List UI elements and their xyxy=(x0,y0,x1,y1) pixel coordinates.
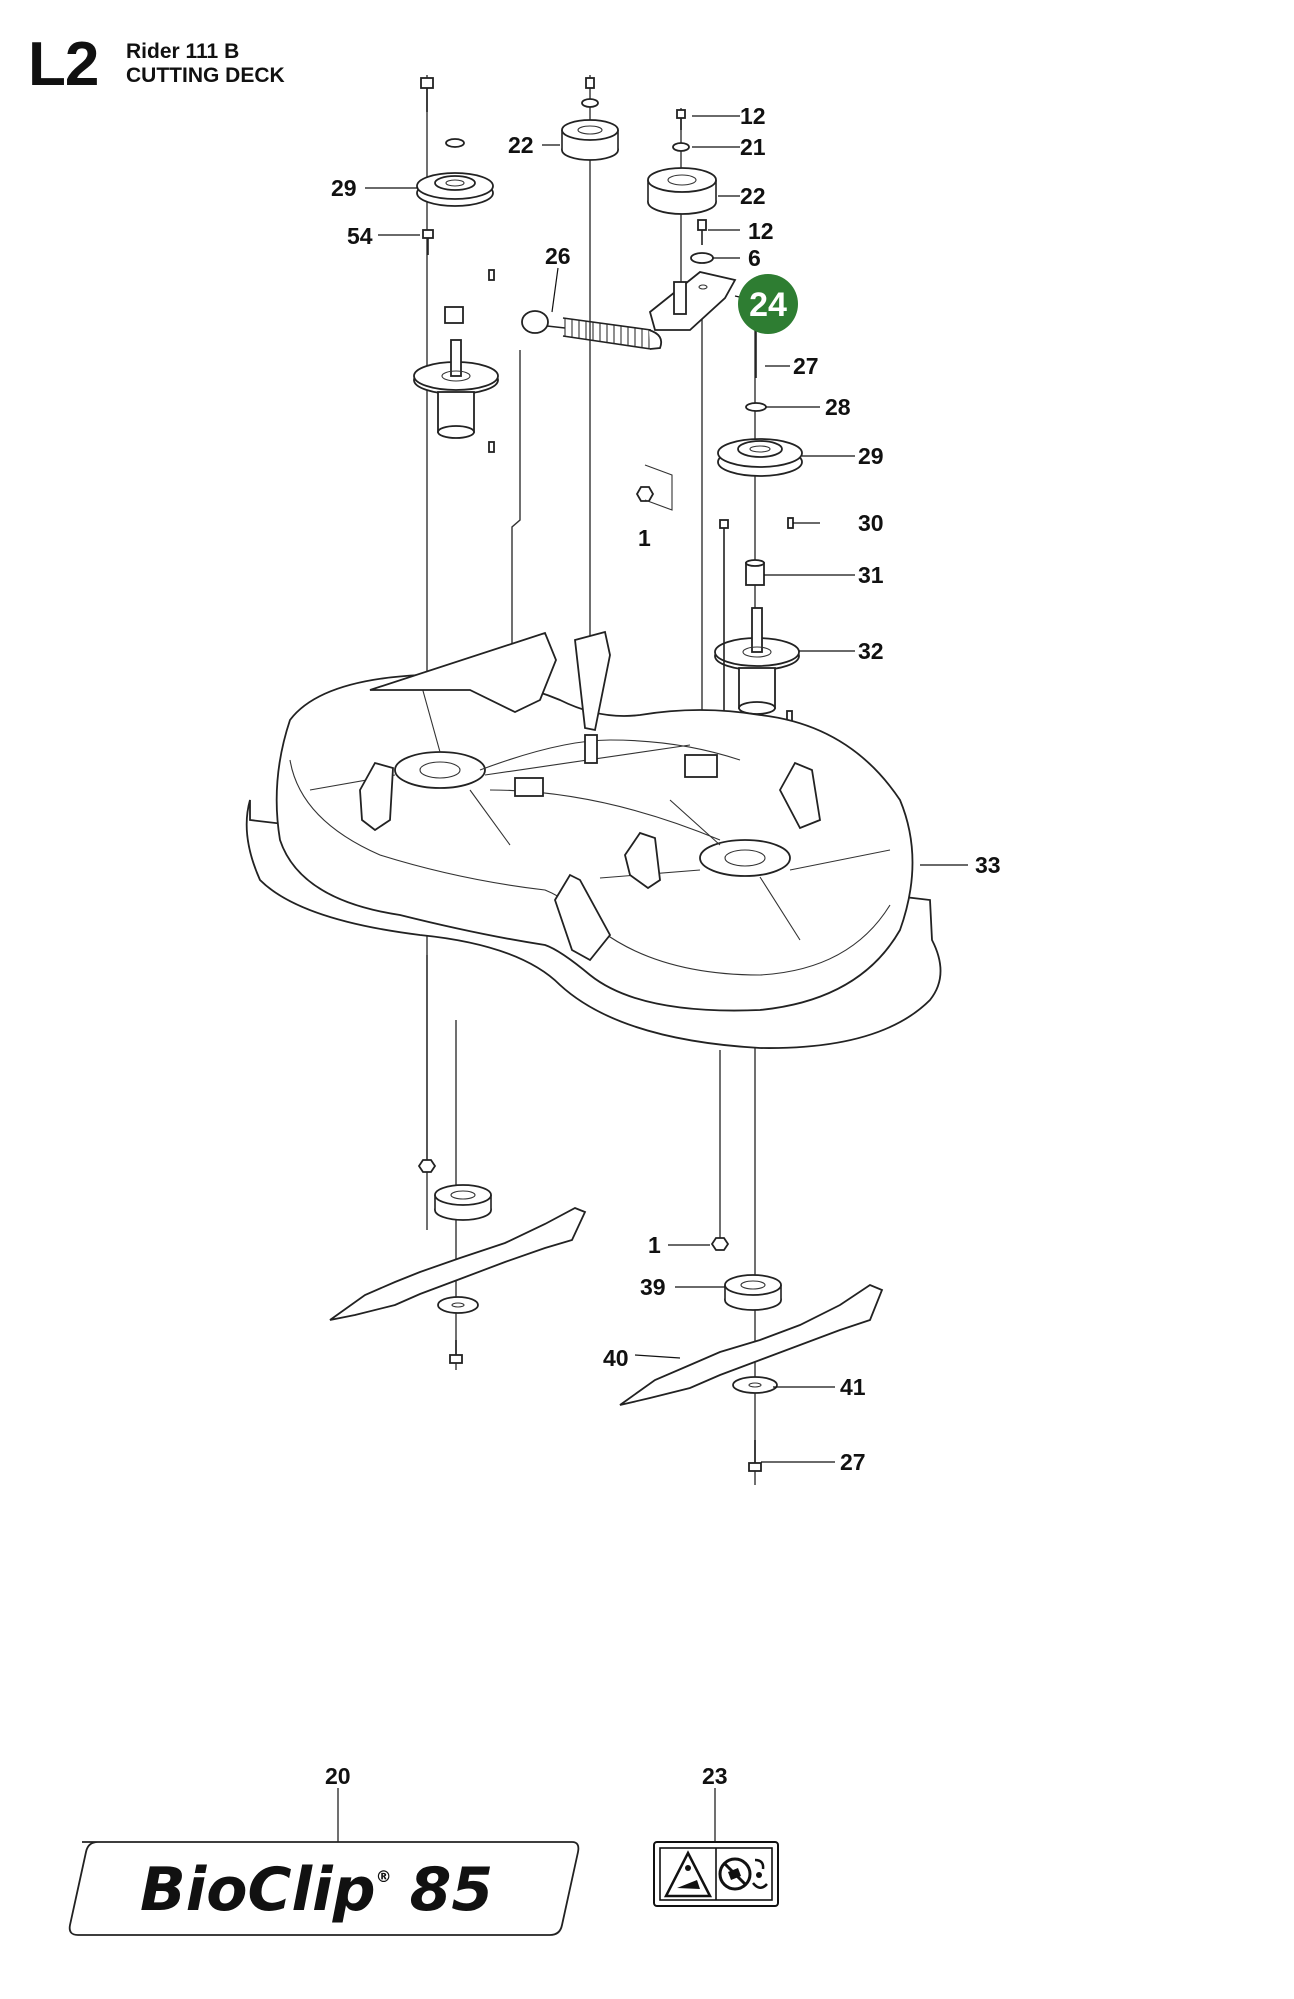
tensioner-assembly xyxy=(647,108,737,740)
callout-21: 21 xyxy=(740,134,766,160)
section-name: CUTTING DECK xyxy=(126,64,285,87)
callout-22-center: 22 xyxy=(508,132,534,158)
callout-1-top: 1 xyxy=(638,525,651,551)
callout-12-top: 12 xyxy=(740,103,766,129)
callout-30: 30 xyxy=(858,510,884,536)
right-blade-assembly xyxy=(619,1050,884,1472)
left-blade-assembly xyxy=(329,955,587,1370)
callout-29-right: 29 xyxy=(858,443,884,469)
callout-27-top: 27 xyxy=(793,353,819,379)
callout-39: 39 xyxy=(640,1274,666,1300)
svg-text:BioClip®85: BioClip® 85 xyxy=(140,1855,493,1925)
callout-33: 33 xyxy=(975,852,1001,878)
hand-cut-warning-icon xyxy=(663,1850,713,1898)
callout-27-bottom: 27 xyxy=(840,1449,866,1475)
nut-upper xyxy=(635,464,673,511)
bioclip-decal: BioClip® 85 xyxy=(68,1841,580,1936)
tension-spring xyxy=(521,310,663,350)
callout-20: 20 xyxy=(325,1763,351,1789)
model-name: Rider 111 B xyxy=(126,40,240,63)
callout-12-mid: 12 xyxy=(748,218,774,244)
callout-41: 41 xyxy=(840,1374,866,1400)
callout-22-right: 22 xyxy=(740,183,766,209)
spring-link-line xyxy=(511,350,521,755)
callout-31: 31 xyxy=(858,562,884,588)
page-code: L2 xyxy=(28,30,99,99)
callout-26: 26 xyxy=(545,243,571,269)
callout-40: 40 xyxy=(603,1345,629,1371)
decal-outline xyxy=(68,1841,580,1936)
callout-29-left: 29 xyxy=(331,175,357,201)
decal-registered-mark: ® xyxy=(376,1867,392,1886)
callout-labels: 12 21 22 22 29 54 12 6 26 24 27 28 29 1 … xyxy=(325,103,1001,1789)
warning-decal xyxy=(653,1841,779,1907)
decal-number: 85 xyxy=(410,1855,494,1925)
callout-6: 6 xyxy=(748,245,761,271)
highlighted-callout-24[interactable]: 24 xyxy=(738,274,798,334)
keep-hands-away-icon xyxy=(718,1857,768,1891)
callout-24: 24 xyxy=(749,286,787,324)
callout-23: 23 xyxy=(702,1763,728,1789)
callout-54: 54 xyxy=(347,223,373,249)
callout-32: 32 xyxy=(858,638,884,664)
cutting-deck xyxy=(245,630,942,1049)
callout-28: 28 xyxy=(825,394,851,420)
left-spindle-assembly xyxy=(413,75,499,1230)
idler-pulley-assembly xyxy=(561,75,619,720)
callout-24-badge xyxy=(738,274,798,334)
callout-1-bottom: 1 xyxy=(648,1232,661,1258)
decal-brand: BioClip xyxy=(140,1855,376,1925)
